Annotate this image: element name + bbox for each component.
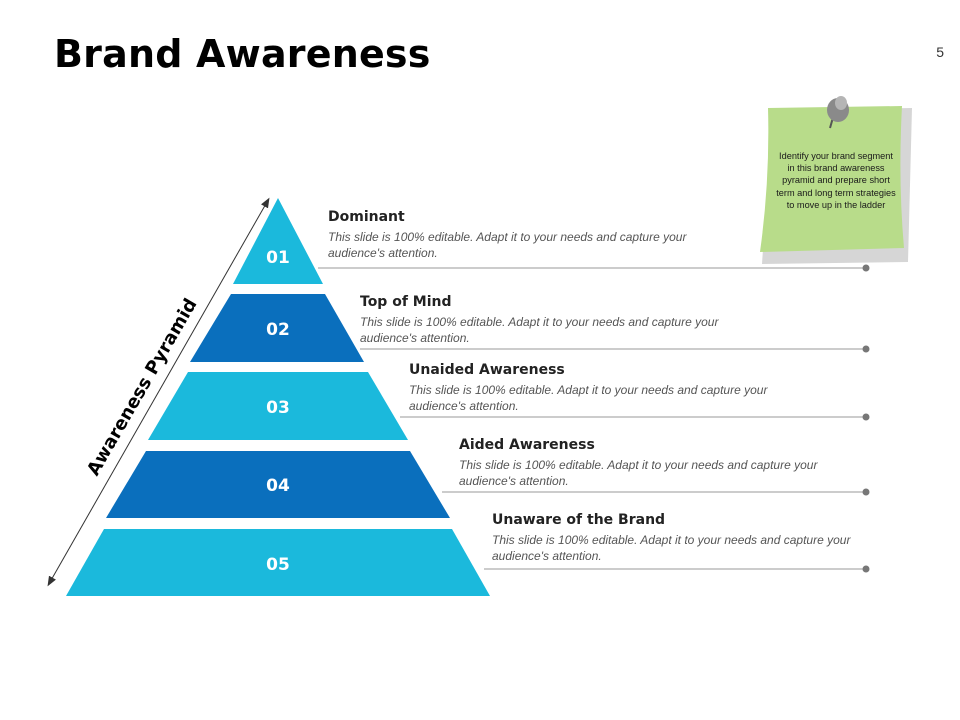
- level-text: This slide is 100% editable. Adapt it to…: [492, 533, 851, 563]
- level-heading: Unaided Awareness: [409, 362, 565, 378]
- connector-dot-03: [862, 413, 870, 421]
- level-number-02: 02: [266, 320, 290, 340]
- sticky-note: [760, 96, 912, 264]
- level-text: This slide is 100% editable. Adapt it to…: [328, 230, 687, 260]
- page-number: 5: [936, 44, 944, 60]
- connector-dot-01: [862, 264, 870, 272]
- connector-dot-02: [862, 345, 870, 353]
- level-number-05: 05: [266, 555, 290, 575]
- level-text: This slide is 100% editable. Adapt it to…: [409, 383, 768, 413]
- level-heading: Top of Mind: [360, 294, 452, 310]
- connector-dot-05: [862, 565, 870, 573]
- pushpin-icon: [827, 96, 849, 129]
- level-number-04: 04: [266, 476, 290, 496]
- sticky-note-text: Identify your brand segment in this bran…: [776, 151, 896, 210]
- level-number-03: 03: [266, 398, 290, 418]
- connector-dot-04: [862, 488, 870, 496]
- level-heading: Dominant: [328, 209, 405, 225]
- level-description-01: Dominant This slide is 100% editable. Ad…: [328, 209, 728, 261]
- level-heading: Aided Awareness: [459, 437, 595, 453]
- level-text: This slide is 100% editable. Adapt it to…: [360, 315, 719, 345]
- level-heading: Unaware of the Brand: [492, 512, 666, 528]
- level-description-03: Unaided Awareness This slide is 100% edi…: [409, 362, 809, 414]
- level-description-05: Unaware of the Brand This slide is 100% …: [492, 512, 892, 564]
- axis-arrow: [47, 197, 270, 587]
- connector-lines: [318, 264, 870, 573]
- level-text: This slide is 100% editable. Adapt it to…: [459, 458, 818, 488]
- level-description-02: Top of Mind This slide is 100% editable.…: [360, 294, 760, 346]
- level-description-04: Aided Awareness This slide is 100% edita…: [459, 437, 859, 489]
- pyramid-level-01: [233, 198, 323, 284]
- level-number-01: 01: [266, 248, 290, 268]
- page-title: Brand Awareness: [54, 32, 431, 76]
